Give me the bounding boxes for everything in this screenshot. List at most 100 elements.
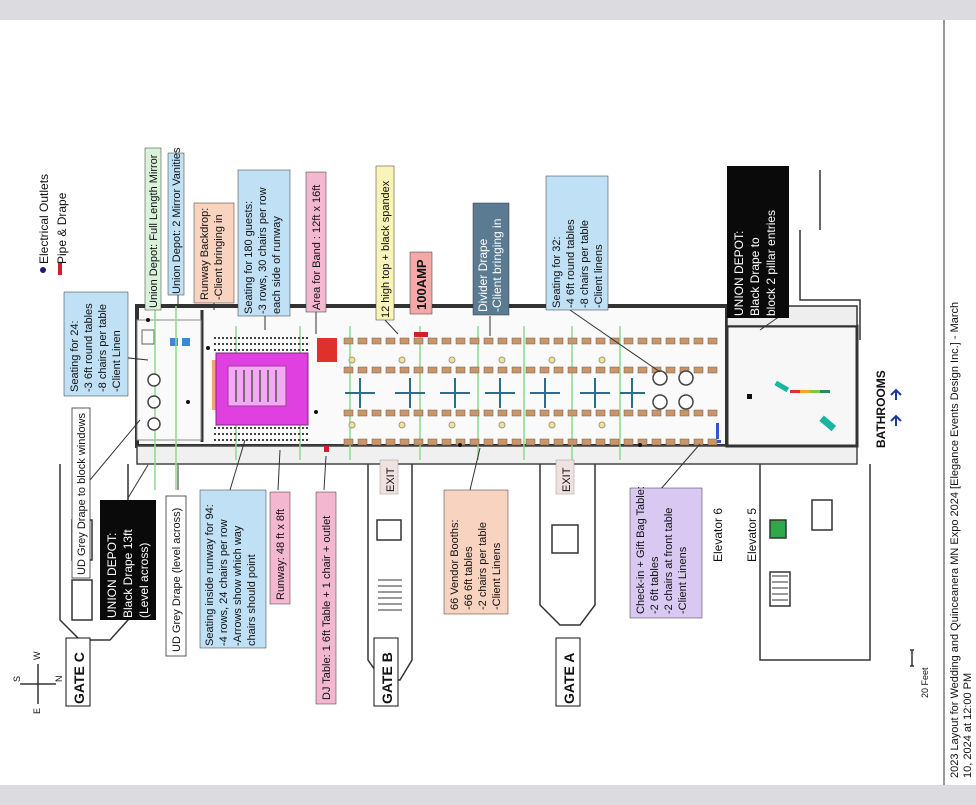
svg-text:-4 6ft round tables: -4 6ft round tables (565, 219, 577, 308)
runway-area (214, 337, 310, 441)
vendor-table (581, 438, 592, 446)
outlet-legend-icon (40, 267, 46, 273)
vendor-table (665, 337, 676, 345)
vendor-table (581, 366, 592, 374)
vendor-table (637, 337, 648, 345)
vendor-table (525, 366, 536, 374)
vendor-table (553, 438, 564, 446)
callout-seating180: Seating for 180 guests: -3 rows, 30 chai… (237, 169, 291, 317)
svg-text:EXIT: EXIT (561, 467, 573, 492)
svg-text:W: W (32, 651, 42, 660)
svg-text:Black Drape 13ft: Black Drape 13ft (121, 529, 135, 618)
vendor-table (679, 337, 690, 345)
vendor-table (413, 366, 424, 374)
svg-text:UD Grey Drape (level across): UD Grey Drape (level across) (171, 508, 183, 652)
svg-text:-4 rows, 24 chairs per row: -4 rows, 24 chairs per row (218, 519, 230, 646)
svg-text:-Client Linens: -Client Linens (491, 542, 503, 610)
vendor-table (707, 337, 718, 345)
vendor-table (581, 409, 592, 417)
bathrooms-label: BATHROOMS (874, 370, 902, 448)
outlet-dots (146, 318, 642, 447)
callout-vendors: 66 Vendor Booths: -66 6ft tables -2 chai… (443, 489, 509, 615)
vendor-table (553, 409, 564, 417)
pipe-drape-legend-icon (58, 263, 62, 275)
svg-text:Elevator 6: Elevator 6 (711, 508, 725, 562)
callout-backdrop: Runway Backdrop: -Client bringing in (193, 202, 235, 304)
vendor-table (413, 409, 424, 417)
vendor-table (665, 366, 676, 374)
callout-ud-black13: UNION DEPOT: Black Drape 13ft (Level acr… (100, 500, 156, 620)
callout-dj: DJ Table: 1 6ft Table + 1 chair + outlet (315, 491, 337, 705)
vendor-table (581, 337, 592, 345)
gate-b-label: GATE B (373, 637, 399, 707)
svg-text:UNION DEPOT:: UNION DEPOT: (105, 533, 119, 618)
svg-text:Runway: 48 ft x 8ft: Runway: 48 ft x 8ft (275, 509, 287, 600)
vendor-table (707, 438, 718, 446)
vendor-table (707, 366, 718, 374)
vendor-table (539, 366, 550, 374)
svg-text:GATE A: GATE A (561, 653, 577, 704)
vendor-table (679, 438, 690, 446)
vendor-table (469, 337, 480, 345)
svg-text:Seating for 32:: Seating for 32: (551, 236, 563, 308)
vendor-table (399, 409, 410, 417)
divider-crosses (345, 378, 645, 408)
vendor-table (427, 409, 438, 417)
svg-text:66 Vendor Booths:: 66 Vendor Booths: (449, 519, 461, 610)
vendor-table (567, 438, 578, 446)
band-area (317, 338, 337, 362)
vendor-table (497, 366, 508, 374)
svg-text:DJ Table: 1 6ft Table + 1 chai: DJ Table: 1 6ft Table + 1 chair + outlet (321, 516, 333, 700)
svg-text:-2 6ft tables: -2 6ft tables (649, 556, 661, 614)
svg-text:-66 6ft tables: -66 6ft tables (463, 546, 475, 610)
callout-seating94: Seating inside runway for 94: -4 rows, 2… (199, 489, 267, 649)
vendor-table (497, 438, 508, 446)
svg-text:GATE C: GATE C (71, 652, 87, 704)
vendor-table (693, 438, 704, 446)
vendor-table (385, 409, 396, 417)
svg-text:GATE B: GATE B (379, 652, 395, 704)
svg-text:-3 6ft round tables: -3 6ft round tables (83, 303, 95, 392)
vendor-table (637, 366, 648, 374)
vendor-table (413, 438, 424, 446)
vendor-table (707, 409, 718, 417)
callout-spandex: 12 high top + black spandex (375, 165, 395, 321)
vendor-table (497, 409, 508, 417)
callout-band: Area for Band : 12ft x 16ft (305, 171, 327, 313)
vendor-table (357, 409, 368, 417)
vendor-table (455, 366, 466, 374)
svg-text:Area for Band : 12ft x 16ft: Area for Band : 12ft x 16ft (311, 185, 323, 310)
vendor-table (455, 409, 466, 417)
svg-text:Divider Drape: Divider Drape (476, 238, 490, 312)
vendor-table (427, 438, 438, 446)
legend: Electrical Outlets Pipe & Drape (37, 174, 69, 275)
vendor-table (427, 366, 438, 374)
vendor-table (567, 409, 578, 417)
vendor-table (609, 409, 620, 417)
amp-marker (414, 332, 428, 337)
vendor-table (497, 337, 508, 345)
vendor-table (455, 337, 466, 345)
svg-text:block 2 pillar entries: block 2 pillar entries (764, 210, 778, 316)
vendor-table (469, 438, 480, 446)
vendor-table (343, 337, 354, 345)
svg-text:-Client Linen: -Client Linen (111, 330, 123, 392)
svg-text:-Client linens: -Client linens (593, 244, 605, 308)
svg-text:-Client bringing in: -Client bringing in (490, 219, 504, 312)
svg-text:Check-in + Gift Bag Table:: Check-in + Gift Bag Table: (635, 486, 647, 614)
vendor-table (651, 337, 662, 345)
elevator-labels: Elevator 6 Elevator 5 (711, 508, 759, 562)
vendor-table (371, 337, 382, 345)
vendor-table (343, 438, 354, 446)
svg-text:-8 chairs per table: -8 chairs per table (97, 304, 109, 392)
svg-text:UD Grey Drape to block windows: UD Grey Drape to block windows (76, 412, 88, 575)
vendor-table (679, 409, 690, 417)
svg-text:EXIT: EXIT (385, 467, 397, 492)
exit-sign-a: EXIT (555, 459, 575, 495)
footer-caption: 2023 Layout for Wedding and Quinceanera … (949, 302, 974, 778)
vendor-table (595, 366, 606, 374)
vendor-table (693, 337, 704, 345)
callout-seating32: Seating for 32: -4 6ft round tables -8 c… (545, 175, 609, 311)
round-tables (147, 370, 694, 431)
compass-icon: S W E N (12, 651, 64, 714)
